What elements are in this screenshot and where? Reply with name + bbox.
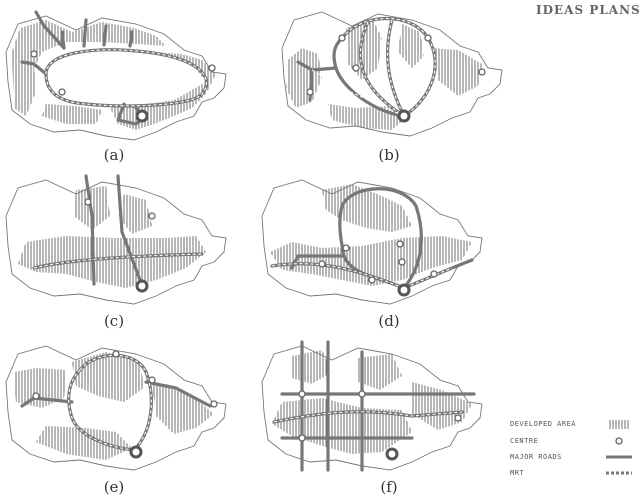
developed-area [14,352,214,460]
major-road [20,60,48,76]
legend-developed-area-label: DEVELOPED AREA [510,420,576,428]
panel-e-caption: (e) [104,478,125,496]
central-area-marker [135,279,149,293]
centre-marker [306,88,314,96]
legend-mrt-label: MRT [510,469,524,477]
panel-f-caption: (f) [380,478,397,496]
centre-marker [84,198,92,206]
centre-marker [58,88,66,96]
centre-marker [208,64,216,72]
centre-marker [342,244,350,252]
mrt-line [45,49,207,107]
legend-centre-label: CENTRE [510,437,538,445]
central-area-marker [397,109,411,123]
panel-d [261,179,483,305]
legend-major-roads-label: MAJOR ROADS [510,453,562,461]
panel-b-caption: (b) [378,146,399,164]
centre-marker [478,68,486,76]
mrt-line [273,411,463,423]
developed-area [272,350,472,454]
major-road [34,10,134,50]
centre-marker [298,390,306,398]
developed-area [286,18,482,130]
central-area-marker [135,109,149,123]
legend: DEVELOPED AREA CENTRE MAJOR ROADS MRT [510,420,632,477]
centre-marker [358,390,366,398]
developed-area [12,20,216,130]
centre-marker [454,414,462,422]
major-road-ring [338,187,423,290]
panel-c [5,174,227,305]
major-road [84,174,142,286]
panel-d-caption: (d) [378,312,399,330]
centre-marker [352,64,360,72]
centre-marker [32,392,40,400]
mrt-line [271,263,453,289]
central-area-marker [129,445,143,459]
centre-marker [148,212,156,220]
centre-marker [430,270,438,278]
panel-e [5,345,227,471]
figure-title: IDEAS PLANS [536,3,640,17]
major-road [270,262,406,290]
developed-area-swatch [608,420,630,429]
centre-marker [424,34,432,42]
centre-marker [148,376,156,384]
centre-marker [298,434,306,442]
central-area-marker [397,283,411,297]
panel-c-caption: (c) [104,312,124,330]
centre-marker [30,50,38,58]
centre-marker [368,276,376,284]
developed-area [270,184,472,286]
centre-marker [112,350,120,358]
centre-marker [396,240,404,248]
centre-marker [318,260,326,268]
centre-swatch-icon [615,437,623,445]
panel-f [261,340,483,472]
mrt-line [33,253,203,269]
panel-a [5,10,227,141]
mrt-line [311,18,436,117]
centre-marker [210,400,218,408]
central-area-marker [385,447,399,461]
centre-marker [398,258,406,266]
centre-marker [338,34,346,42]
panel-b [281,11,503,137]
panel-a-caption: (a) [104,146,125,164]
